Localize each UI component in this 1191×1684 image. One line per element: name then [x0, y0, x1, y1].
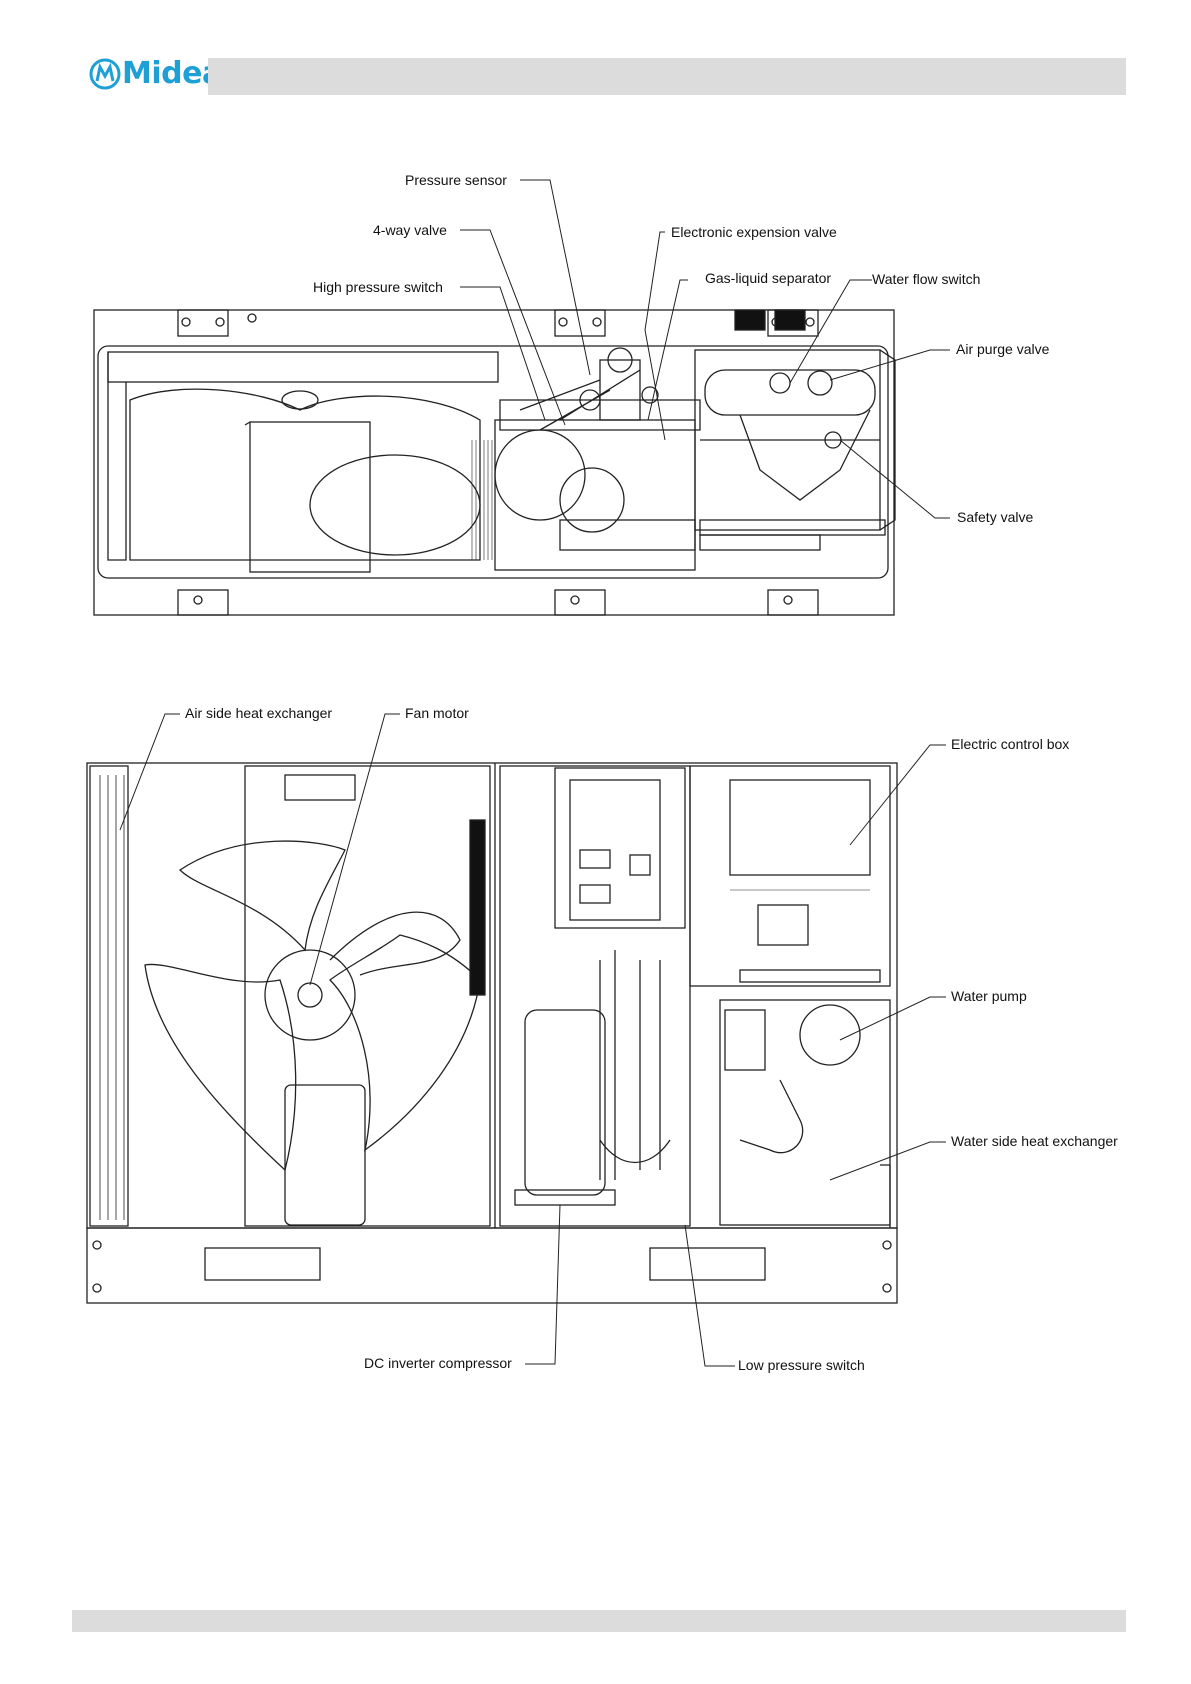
- label-high-pressure-switch: High pressure switch: [313, 279, 443, 295]
- label-water-flow-switch: Water flow switch: [872, 271, 980, 287]
- top-view-diagram: Pressure sensor 4-way valve Electronic e…: [0, 0, 1191, 650]
- label-4-way-valve: 4-way valve: [373, 222, 447, 238]
- label-pressure-sensor: Pressure sensor: [405, 172, 507, 188]
- label-fan-motor: Fan motor: [405, 705, 469, 721]
- label-electric-control-box: Electric control box: [951, 736, 1069, 752]
- footer-bar: [72, 1610, 1126, 1632]
- label-gas-liquid-separator: Gas-liquid separator: [705, 270, 831, 286]
- label-water-pump: Water pump: [951, 988, 1027, 1004]
- label-water-side-heat-exchanger: Water side heat exchanger: [951, 1133, 1118, 1149]
- label-low-pressure-switch: Low pressure switch: [738, 1357, 865, 1373]
- label-dc-inverter-compressor: DC inverter compressor: [364, 1355, 512, 1371]
- front-view-diagram: Air side heat exchanger Fan motor Electr…: [0, 680, 1191, 1400]
- label-electronic-expansion-valve: Electronic expension valve: [671, 224, 837, 240]
- label-air-side-heat-exchanger: Air side heat exchanger: [185, 705, 332, 721]
- label-safety-valve: Safety valve: [957, 509, 1033, 525]
- label-air-purge-valve: Air purge valve: [956, 341, 1050, 357]
